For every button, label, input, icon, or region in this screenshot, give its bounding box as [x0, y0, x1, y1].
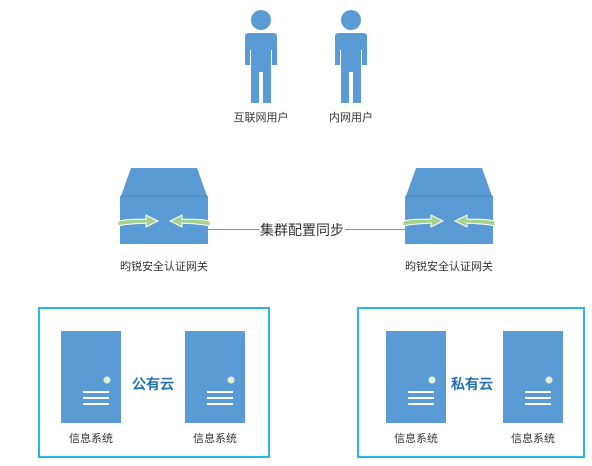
server-icon [185, 331, 245, 423]
server-icon [503, 331, 563, 423]
public-server-2 [185, 331, 245, 423]
gateway-right-label: 昀锐安全认证网关 [405, 260, 493, 273]
gateway-switch-icon [118, 168, 210, 244]
private-cloud-label: 私有云 [451, 377, 493, 393]
gateway-left [118, 166, 210, 246]
user-intranet [331, 10, 371, 105]
private-server-2 [503, 331, 563, 423]
user-icon [335, 10, 367, 103]
public-server-1 [61, 331, 121, 423]
gateway-right [403, 166, 495, 246]
server-icon [386, 331, 446, 423]
user-icon [245, 10, 277, 103]
private-server-1 [386, 331, 446, 423]
user-internet-label: 互联网用户 [233, 111, 289, 124]
public-server-1-label: 信息系统 [69, 432, 113, 445]
sync-label: 集群配置同步 [259, 220, 345, 240]
user-internet [241, 10, 281, 105]
gateway-switch-icon [403, 168, 495, 244]
private-server-1-label: 信息系统 [394, 432, 438, 445]
public-server-2-label: 信息系统 [193, 432, 237, 445]
gateway-left-label: 昀锐安全认证网关 [120, 260, 208, 273]
private-server-2-label: 信息系统 [511, 432, 555, 445]
server-icon [61, 331, 121, 423]
public-cloud-label: 公有云 [132, 377, 174, 393]
user-intranet-label: 内网用户 [329, 111, 373, 124]
